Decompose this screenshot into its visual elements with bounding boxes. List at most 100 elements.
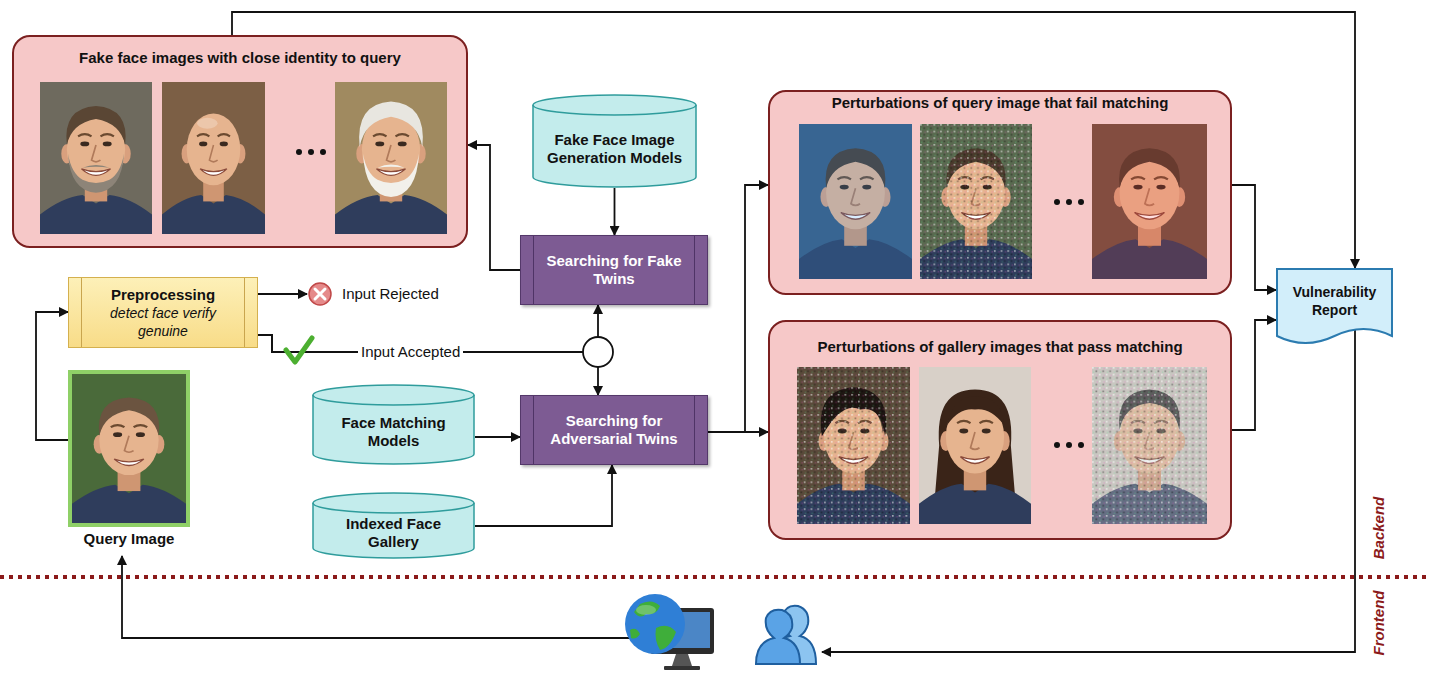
svg-rect bbox=[1092, 367, 1207, 524]
svg-path bbox=[313, 395, 474, 405]
svg-path bbox=[630, 601, 676, 650]
svg-rect bbox=[797, 367, 910, 524]
user-icon bbox=[756, 606, 816, 664]
svg-svg bbox=[72, 374, 186, 523]
connector-arrow bbox=[468, 145, 520, 270]
svg-circle bbox=[1078, 442, 1084, 448]
status-label: Input Rejected bbox=[342, 285, 439, 303]
svg-path bbox=[68, 154, 124, 193]
node-label: Searching for Adversarial Twins bbox=[543, 412, 685, 448]
svg-path bbox=[313, 385, 474, 464]
svg-path bbox=[313, 503, 474, 513]
svg-circle bbox=[1066, 199, 1072, 205]
svg-use bbox=[162, 113, 265, 234]
svg-svg bbox=[335, 82, 447, 234]
svg-path bbox=[315, 289, 325, 299]
svg-rect bbox=[799, 124, 912, 279]
svg-svg bbox=[1092, 367, 1207, 524]
database-cylinder: Indexed Face Gallery bbox=[312, 493, 475, 559]
svg-circle bbox=[1054, 442, 1060, 448]
connector-arrow bbox=[475, 465, 612, 526]
svg-rect bbox=[1092, 124, 1207, 279]
database-cylinder: Face Matching Models bbox=[312, 385, 475, 465]
svg-path bbox=[1277, 269, 1392, 343]
svg-path bbox=[359, 102, 423, 148]
svg-path bbox=[533, 105, 696, 115]
node-label: Vulnerability Report bbox=[1286, 283, 1383, 319]
database-cylinder: Fake Face Image Generation Models bbox=[532, 95, 697, 188]
svg-rect bbox=[72, 374, 186, 523]
connector-arrow bbox=[708, 431, 768, 433]
node-label: Perturbations of gallery images that pas… bbox=[770, 338, 1230, 356]
svg-circle bbox=[308, 149, 314, 155]
svg-path bbox=[99, 397, 159, 435]
report-document: Vulnerability Report bbox=[1276, 268, 1393, 346]
node-label: Perturbations of query image that fail m… bbox=[770, 94, 1230, 112]
svg-rect bbox=[1092, 367, 1207, 524]
svg-path bbox=[672, 654, 692, 666]
junction-circle bbox=[583, 337, 613, 367]
side-label: Backend bbox=[1370, 497, 1388, 560]
svg-svg bbox=[920, 124, 1032, 279]
node-label: Face Matching Models bbox=[320, 414, 467, 450]
svg-svg bbox=[162, 82, 265, 234]
svg-circle bbox=[1078, 199, 1084, 205]
svg-path bbox=[313, 493, 474, 558]
query-perturbations-illustration bbox=[770, 92, 1229, 292]
svg-circle bbox=[296, 149, 302, 155]
process-box: Searching for Adversarial Twins bbox=[520, 395, 708, 465]
computer-icon bbox=[625, 594, 714, 670]
edge-label: Input Accepted bbox=[358, 343, 463, 361]
frontend-to-query-line bbox=[122, 556, 630, 638]
svg-rect bbox=[162, 82, 265, 234]
frontend-backend-divider bbox=[0, 575, 1431, 579]
node-label: Fake Face Image Generation Models bbox=[540, 131, 689, 167]
connector-arrow bbox=[614, 188, 616, 235]
svg-circle bbox=[1066, 442, 1072, 448]
svg-use bbox=[72, 405, 186, 523]
svg-rect bbox=[1092, 367, 1207, 524]
svg-rect bbox=[335, 82, 447, 234]
svg-rect bbox=[920, 124, 1032, 279]
connector-arrow bbox=[1232, 320, 1276, 430]
svg-use bbox=[40, 113, 152, 234]
preprocessing-box: Preprocessingdetect face verify genuine bbox=[68, 277, 258, 348]
svg-circle bbox=[1054, 199, 1060, 205]
svg-circle bbox=[309, 283, 331, 305]
svg-path bbox=[947, 396, 1004, 425]
side-label: Frontend bbox=[1370, 591, 1388, 656]
svg-svg bbox=[1092, 124, 1207, 279]
svg-path bbox=[83, 165, 110, 168]
svg-path bbox=[533, 95, 696, 187]
image-panel: Fake face images with close identity to … bbox=[12, 35, 468, 248]
reject-icon bbox=[309, 283, 331, 305]
svg-rect bbox=[1092, 124, 1207, 279]
svg-path bbox=[66, 106, 125, 145]
connector-arrow bbox=[1232, 185, 1276, 290]
process-box: Searching for Fake Twins bbox=[520, 235, 708, 305]
svg-ellipse bbox=[197, 118, 218, 129]
node-label: Query Image bbox=[68, 530, 190, 548]
node-subtext: detect face verify genuine bbox=[108, 304, 218, 340]
svg-rect bbox=[40, 82, 152, 234]
svg-svg bbox=[799, 124, 912, 279]
connector-arrow bbox=[708, 185, 768, 432]
node-label: Preprocessing bbox=[111, 286, 215, 304]
svg-ellipse bbox=[636, 605, 656, 615]
svg-rect bbox=[664, 666, 700, 670]
connector-arrow bbox=[36, 312, 68, 440]
svg-svg bbox=[40, 82, 152, 234]
svg-circle bbox=[625, 594, 685, 654]
image-panel: Perturbations of query image that fail m… bbox=[768, 90, 1232, 295]
svg-circle bbox=[320, 149, 326, 155]
accept-check-icon bbox=[286, 338, 312, 362]
query-photo-border bbox=[68, 370, 190, 527]
svg-rect bbox=[920, 124, 1032, 279]
node-label: Searching for Fake Twins bbox=[543, 252, 685, 288]
svg-path bbox=[363, 154, 419, 197]
svg-path bbox=[756, 610, 800, 664]
node-label: Fake face images with close identity to … bbox=[14, 49, 466, 67]
connector-arrow bbox=[475, 436, 520, 438]
svg-rect bbox=[797, 367, 910, 524]
